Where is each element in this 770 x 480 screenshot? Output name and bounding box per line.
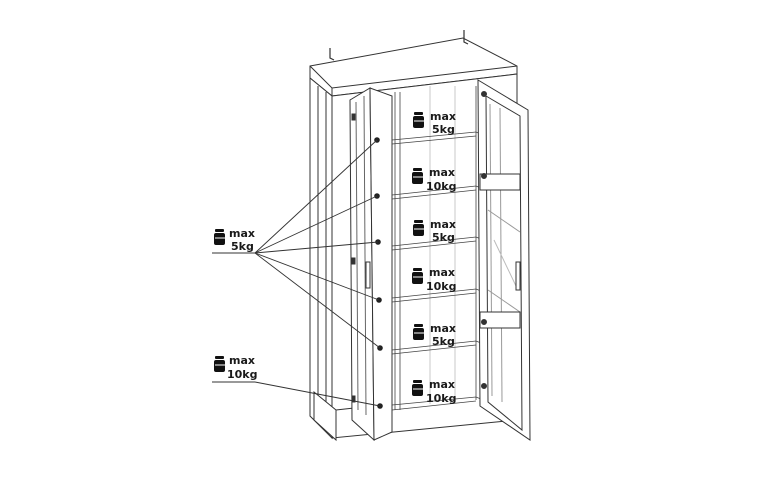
weight-icon — [412, 323, 425, 341]
weight-icon — [412, 219, 425, 237]
shelf-label-line1: max — [430, 218, 456, 231]
cabinet-interior — [391, 86, 487, 411]
door-label: max 5kg — [213, 227, 255, 253]
shelf-label-line1: max — [429, 166, 455, 179]
weight-icon — [213, 355, 226, 373]
shelf-label-line1: max — [429, 378, 455, 391]
weight-icon — [411, 167, 424, 185]
door-label-line2: 5kg — [231, 240, 254, 253]
door-label-line1: max — [229, 227, 255, 240]
shelf-label: max 5kg — [412, 110, 456, 136]
shelf-label-line2: 10kg — [426, 280, 457, 293]
shelf-label: max 5kg — [412, 322, 456, 348]
leader-lines — [212, 139, 381, 407]
weight-icon — [411, 267, 424, 285]
weight-icon — [411, 379, 424, 397]
shelf-label: max 10kg — [411, 378, 457, 405]
shelf-label-line1: max — [430, 110, 456, 123]
wall-bracket — [329, 30, 469, 61]
shelf-label-line2: 5kg — [432, 231, 455, 244]
shelf-label: max 10kg — [411, 266, 457, 293]
shelf-label-line1: max — [430, 322, 456, 335]
shelf-label-line2: 5kg — [432, 123, 455, 136]
shelf-label-line2: 10kg — [426, 180, 457, 193]
door-label-line2: 10kg — [227, 368, 258, 381]
shelf-label-line1: max — [429, 266, 455, 279]
shelf-label: max 5kg — [412, 218, 456, 244]
weight-icon — [213, 228, 226, 246]
shelf-label-line2: 5kg — [432, 335, 455, 348]
shelf-label-line2: 10kg — [426, 392, 457, 405]
right-door — [477, 79, 531, 441]
weight-icon — [412, 111, 425, 129]
shelf-label: max 10kg — [411, 166, 457, 193]
door-label: max 10kg — [213, 354, 258, 381]
door-label-line1: max — [229, 354, 255, 367]
left-door — [349, 87, 393, 442]
